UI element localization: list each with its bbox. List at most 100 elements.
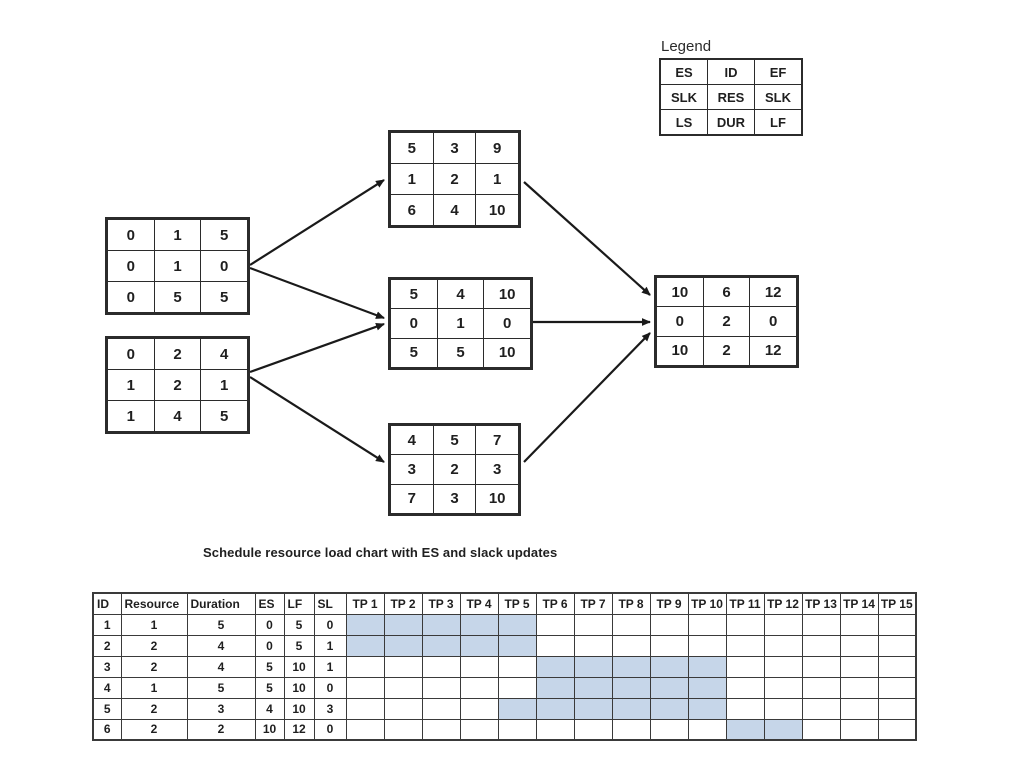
schedule-cell-tp-9[interactable] [649,697,689,720]
schedule-cell-tp-14[interactable] [839,634,879,657]
schedule-cell-tp-4[interactable] [459,655,499,678]
schedule-cell-tp-15[interactable] [877,676,917,699]
schedule-cell-tp-14[interactable] [839,655,879,678]
schedule-cell-tp-7[interactable] [573,634,613,657]
schedule-cell-tp-10[interactable] [687,634,727,657]
schedule-cell-tp-5[interactable] [497,613,537,636]
schedule-cell-tp-3[interactable] [421,697,461,720]
schedule-cell-tp-6[interactable] [535,613,575,636]
schedule-cell-tp-12[interactable] [763,697,803,720]
schedule-cell-tp-8[interactable] [611,613,651,636]
schedule-cell-tp-12[interactable] [763,655,803,678]
schedule-cell-tp-2[interactable] [383,655,423,678]
schedule-cell-tp-14[interactable] [839,676,879,699]
schedule-cell-tp-2[interactable] [383,718,423,741]
schedule-cell-tp-2[interactable] [383,697,423,720]
schedule-cell-tp-14[interactable] [839,718,879,741]
schedule-cell-tp-3[interactable] [421,634,461,657]
schedule-cell-tp-7[interactable] [573,613,613,636]
schedule-cell-tp-11[interactable] [725,718,765,741]
schedule-cell-tp-15[interactable] [877,697,917,720]
schedule-cell-tp-4[interactable] [459,676,499,699]
schedule-cell-tp-10[interactable] [687,676,727,699]
schedule-cell-tp-9[interactable] [649,718,689,741]
schedule-cell-tp-3[interactable] [421,676,461,699]
schedule-cell-tp-9[interactable] [649,634,689,657]
schedule-cell-tp-8[interactable] [611,676,651,699]
schedule-cell-tp-4[interactable] [459,634,499,657]
schedule-cell-tp-13[interactable] [801,613,841,636]
network-node-5[interactable]: 4 5 7 3 2 3 7 3 10 [388,423,521,516]
schedule-cell-tp-1[interactable] [345,676,385,699]
schedule-cell-tp-6[interactable] [535,718,575,741]
schedule-cell-tp-11[interactable] [725,697,765,720]
schedule-cell-tp-8[interactable] [611,634,651,657]
schedule-cell-tp-12[interactable] [763,718,803,741]
schedule-cell-tp-7[interactable] [573,676,613,699]
schedule-cell-tp-10[interactable] [687,655,727,678]
schedule-cell-tp-4[interactable] [459,718,499,741]
schedule-cell-tp-11[interactable] [725,613,765,636]
schedule-cell-tp-13[interactable] [801,697,841,720]
schedule-cell-tp-15[interactable] [877,718,917,741]
schedule-cell-tp-13[interactable] [801,634,841,657]
schedule-cell-tp-15[interactable] [877,655,917,678]
schedule-cell-tp-13[interactable] [801,718,841,741]
schedule-cell-tp-1[interactable] [345,634,385,657]
network-node-1[interactable]: 0 1 5 0 1 0 0 5 5 [105,217,250,315]
schedule-cell-tp-8[interactable] [611,697,651,720]
schedule-cell-tp-1[interactable] [345,718,385,741]
schedule-cell-tp-3[interactable] [421,613,461,636]
schedule-cell-tp-2[interactable] [383,676,423,699]
schedule-cell-tp-8[interactable] [611,655,651,678]
schedule-cell-tp-7[interactable] [573,718,613,741]
schedule-cell-tp-7[interactable] [573,697,613,720]
schedule-cell-tp-6[interactable] [535,697,575,720]
schedule-cell-tp-6[interactable] [535,634,575,657]
schedule-cell-tp-6[interactable] [535,655,575,678]
schedule-cell-tp-5[interactable] [497,655,537,678]
edge-n5-n6 [523,332,651,463]
schedule-cell-tp-5[interactable] [497,634,537,657]
schedule-cell-tp-2[interactable] [383,634,423,657]
schedule-cell-tp-5[interactable] [497,718,537,741]
schedule-cell-tp-12[interactable] [763,613,803,636]
schedule-cell-tp-3[interactable] [421,718,461,741]
network-node-2[interactable]: 0 2 4 1 2 1 1 4 5 [105,336,250,434]
schedule-cell-tp-4[interactable] [459,613,499,636]
schedule-cell-tp-11[interactable] [725,655,765,678]
schedule-cell-tp-12[interactable] [763,634,803,657]
schedule-cell-tp-3[interactable] [421,655,461,678]
schedule-cell-tp-1[interactable] [345,613,385,636]
schedule-cell-tp-9[interactable] [649,655,689,678]
schedule-cell-tp-15[interactable] [877,634,917,657]
schedule-cell-tp-10[interactable] [687,697,727,720]
schedule-cell-tp-14[interactable] [839,697,879,720]
schedule-cell-tp-7[interactable] [573,655,613,678]
schedule-cell-tp-8[interactable] [611,718,651,741]
schedule-cell-tp-10[interactable] [687,718,727,741]
network-node-6[interactable]: 10 6 12 0 2 0 10 2 12 [654,275,799,368]
node-es: 10 [656,276,704,308]
schedule-cell-tp-1[interactable] [345,697,385,720]
schedule-cell-tp-14[interactable] [839,613,879,636]
schedule-cell-tp-5[interactable] [497,697,537,720]
schedule-cell-tp-15[interactable] [877,613,917,636]
schedule-cell-tp-2[interactable] [383,613,423,636]
schedule-cell-tp-9[interactable] [649,676,689,699]
schedule-cell-tp-1[interactable] [345,655,385,678]
schedule-cell-tp-6[interactable] [535,676,575,699]
schedule-cell-tp-12[interactable] [763,676,803,699]
network-node-3[interactable]: 5 3 9 1 2 1 6 4 10 [388,130,521,228]
node-row: 0 2 0 [656,306,797,337]
schedule-cell-tp-11[interactable] [725,676,765,699]
schedule-cell-tp-13[interactable] [801,655,841,678]
schedule-cell-tp-11[interactable] [725,634,765,657]
schedule-cell-tp-9[interactable] [649,613,689,636]
schedule-cell-tp-13[interactable] [801,676,841,699]
schedule-cell-tp-5[interactable] [497,676,537,699]
schedule-cell-tp-10[interactable] [687,613,727,636]
schedule-cell-tp-4[interactable] [459,697,499,720]
network-node-4[interactable]: 5 4 10 0 1 0 5 5 10 [388,277,533,370]
